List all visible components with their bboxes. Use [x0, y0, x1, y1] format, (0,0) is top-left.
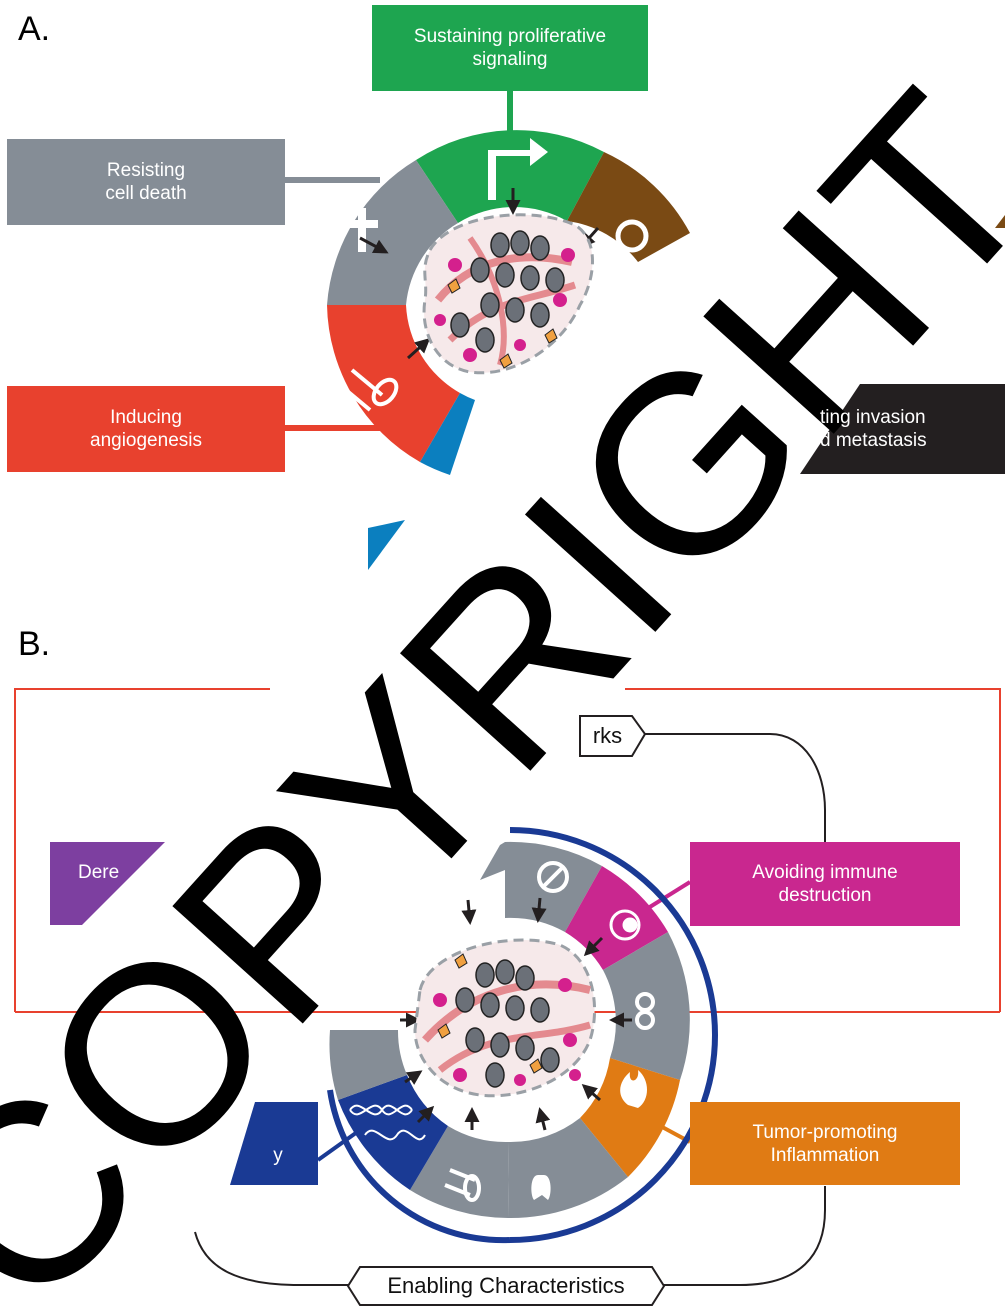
label-immune: Avoiding immune destruction — [752, 862, 898, 906]
ring-b — [329, 841, 690, 1219]
vessel-icon — [444, 1168, 481, 1202]
tumor-illustration-b — [413, 938, 597, 1098]
panel-a-letter: A. — [18, 10, 51, 48]
panel-b-letter: B. — [18, 625, 51, 663]
label-box-genome — [230, 1102, 318, 1185]
dna-icon — [349, 1104, 426, 1141]
inner-arrow — [535, 1107, 551, 1131]
inner-arrow — [359, 236, 389, 254]
ring-segment-cell-death — [327, 160, 458, 305]
inner-arrow — [461, 899, 477, 925]
ring-segment-partial — [329, 1030, 407, 1100]
ring-segment-growth-suppressors — [567, 152, 690, 262]
label-box-invasion-cut — [800, 384, 860, 474]
label-genome-partial: y — [273, 1144, 283, 1166]
label-box-angiogenesis — [7, 386, 285, 472]
label-box-deregulating-cut — [82, 842, 165, 925]
immune-cell-icon — [609, 909, 641, 941]
hallmarks-bracket — [645, 733, 826, 842]
connector-genome — [316, 1128, 362, 1162]
ring-segment-energetics — [603, 932, 690, 1080]
enabling-bracket-left — [194, 1231, 348, 1286]
label-inflammation: Tumor-promoting Inflammation — [752, 1121, 898, 1166]
ring-segment-immortality — [420, 393, 475, 475]
label-box-cell-death — [7, 139, 285, 225]
inner-arrow — [583, 936, 604, 957]
ring-segment-inflammation — [580, 1058, 680, 1177]
no-entry-icon — [537, 861, 569, 893]
label-box-proliferative — [372, 5, 648, 91]
hallmarks-tag: rks — [585, 718, 630, 754]
brown-fragment — [995, 215, 1005, 228]
label-angiogenesis: Inducing angiogenesis — [90, 407, 202, 451]
flame-icon — [620, 1070, 647, 1108]
blue-fragment — [368, 520, 405, 570]
enabling-bracket-right — [663, 1186, 826, 1286]
cross-icon — [346, 208, 378, 252]
enabling-outer-arc — [327, 827, 718, 1244]
inner-arrow — [404, 1070, 423, 1085]
arrow-icon — [488, 138, 548, 200]
label-invasion: ting invasion d metastasis — [820, 407, 927, 451]
connector-immune — [643, 880, 692, 912]
ghost-icon — [531, 1175, 551, 1200]
label-deregulating: Dere — [78, 861, 120, 883]
infinity-icon — [635, 992, 655, 1030]
ring-segment-growth-suppressors — [505, 841, 602, 932]
ring-segment-fragment — [480, 842, 505, 880]
label-box-inflammation — [690, 1102, 960, 1185]
inner-arrow — [416, 1105, 435, 1124]
suppressor-icon — [615, 219, 649, 253]
inner-arrow — [406, 337, 431, 360]
label-proliferative: Sustaining proliferative signaling — [413, 26, 607, 70]
vessel-icon — [338, 368, 399, 412]
enabling-tag: Enabling Characteristics — [362, 1269, 650, 1303]
ring-segment-genome — [338, 1075, 448, 1190]
panel-a — [285, 90, 690, 475]
inner-arrow — [531, 897, 547, 923]
ring-segment-proliferative — [416, 130, 604, 223]
tumor-illustration-a — [422, 213, 594, 375]
label-cell-death: Resisting cell death — [105, 160, 187, 204]
inner-arrow — [581, 1084, 601, 1102]
label-box-immune — [690, 842, 960, 926]
